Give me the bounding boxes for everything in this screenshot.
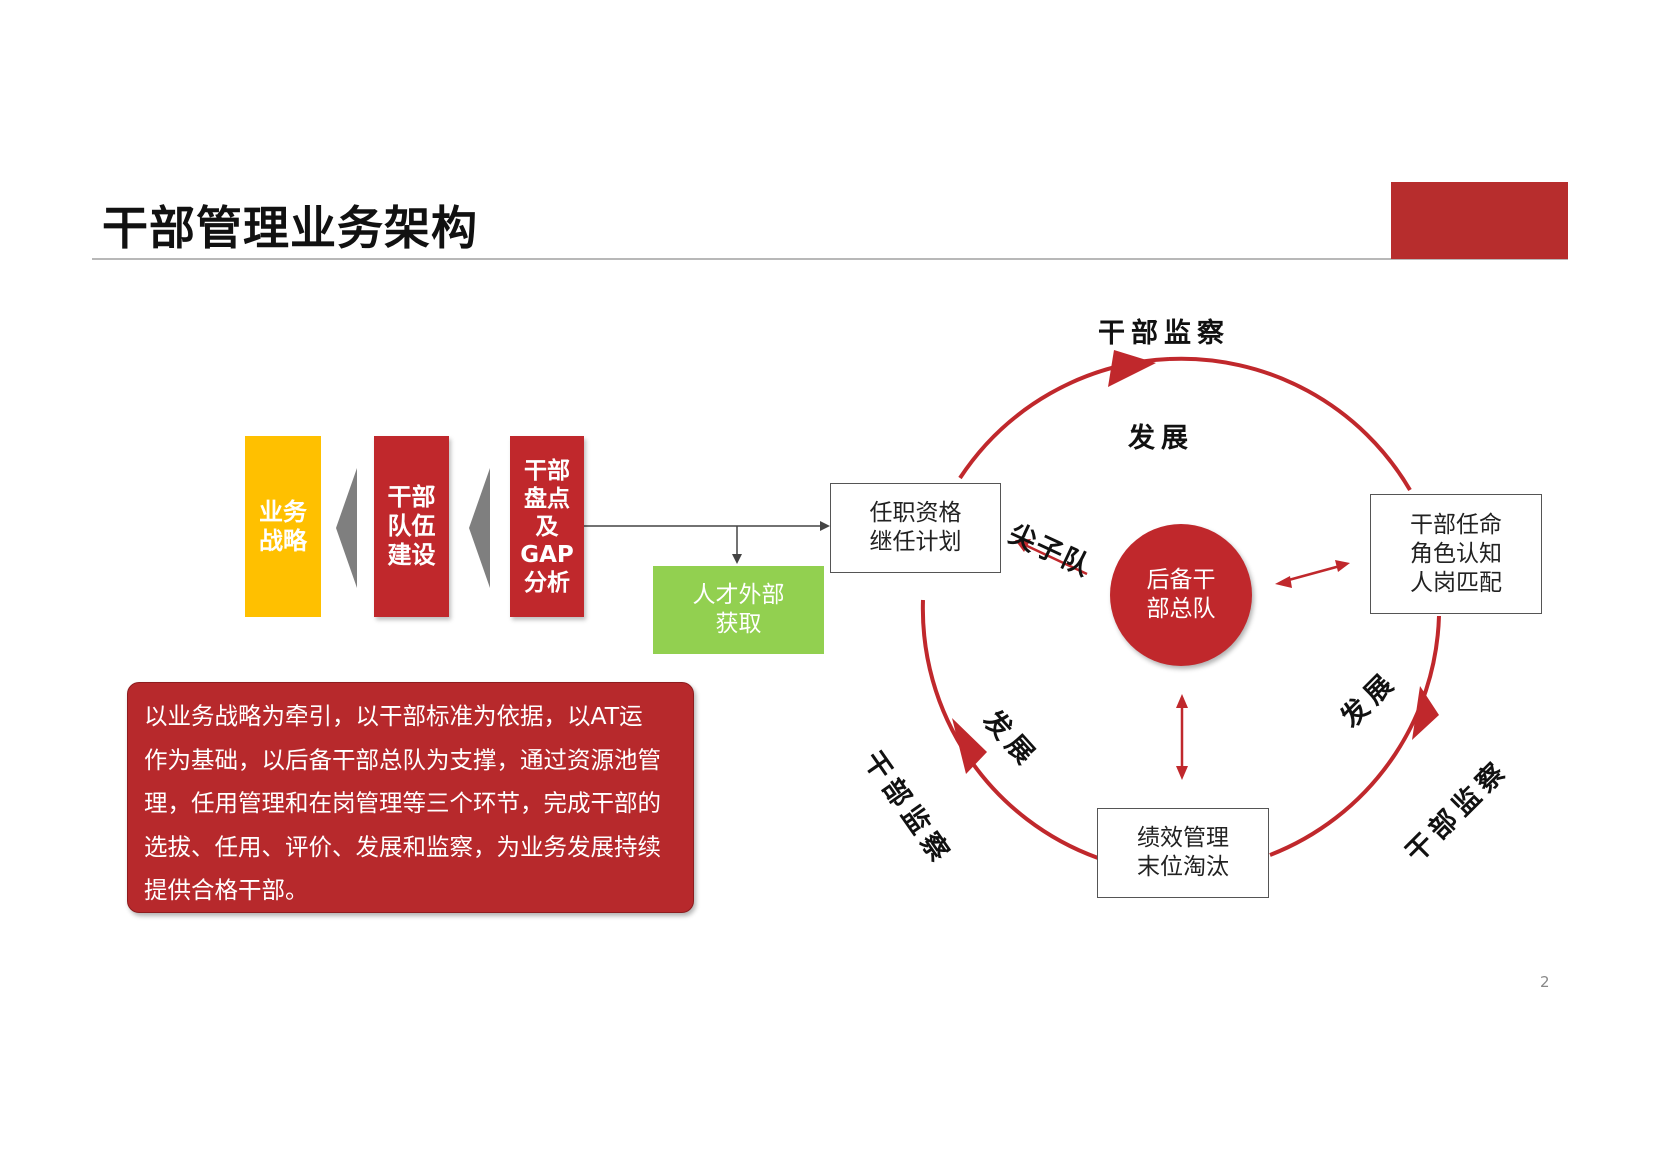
team-building-box-line: 建设 bbox=[387, 541, 436, 569]
arrow-head-icon bbox=[1275, 576, 1292, 588]
appointment-box-line: 人岗匹配 bbox=[1410, 569, 1502, 596]
strategy-box-line: 战略 bbox=[259, 526, 307, 555]
summary-line: 提供合格干部。 bbox=[144, 876, 309, 904]
page-number: 2 bbox=[1540, 973, 1550, 991]
qualification-box-line: 继任计划 bbox=[869, 529, 962, 555]
external-talent-box: 人才外部 获取 bbox=[653, 566, 824, 654]
gap-analysis-box-line: 及 bbox=[535, 513, 559, 540]
page-title: 干部管理业务架构 bbox=[102, 201, 478, 255]
gap-analysis-box-line: GAP bbox=[520, 541, 574, 568]
summary-line: 以业务战略为牵引，以干部标准为依据，以AT运 bbox=[144, 702, 643, 730]
develop-label-top: 发展 bbox=[1128, 423, 1194, 454]
cycle-arc bbox=[1269, 615, 1441, 857]
spearhead-arrow bbox=[1024, 543, 1088, 576]
supervision-label-top: 干部监察 bbox=[1098, 318, 1230, 349]
arrow-head-icon bbox=[1335, 560, 1350, 572]
reserve-cadre-line: 部总队 bbox=[1146, 596, 1216, 622]
chevron-left-icon bbox=[336, 468, 357, 588]
reserve-cadre-line: 后备干 bbox=[1146, 567, 1216, 593]
summary-line: 作为基础，以后备干部总队为支撑，通过资源池管 bbox=[144, 745, 661, 774]
team-building-box-line: 队伍 bbox=[387, 512, 436, 540]
strategy-box: 业务 战略 bbox=[245, 436, 321, 617]
appointment-box: 干部任命 角色认知 人岗匹配 bbox=[1370, 494, 1542, 614]
team-building-box-line: 干部 bbox=[387, 483, 436, 511]
external-talent-box-line: 获取 bbox=[715, 611, 762, 637]
gap-analysis-box: 干部 盘点 及 GAP 分析 bbox=[510, 436, 584, 617]
performance-box-line: 末位淘汰 bbox=[1137, 854, 1229, 880]
title-divider bbox=[92, 258, 1568, 260]
gap-analysis-box-line: 盘点 bbox=[523, 485, 570, 512]
gap-analysis-box-line: 干部 bbox=[523, 457, 570, 484]
strategy-box-line: 业务 bbox=[259, 497, 307, 526]
qualification-box-line: 任职资格 bbox=[869, 500, 962, 526]
reserve-cadre-circle: 后备干 部总队 bbox=[1110, 524, 1252, 666]
arrow-head-icon bbox=[1176, 694, 1188, 708]
cycle-arrow-icon bbox=[1412, 686, 1439, 740]
performance-box: 绩效管理 末位淘汰 bbox=[1097, 808, 1269, 898]
arrow-head-icon bbox=[1015, 539, 1031, 552]
appointment-box-line: 角色认知 bbox=[1410, 540, 1502, 567]
cycle-arc bbox=[1168, 356, 1412, 492]
double-arrow bbox=[1284, 564, 1341, 583]
summary-box: 以业务战略为牵引，以干部标准为依据，以AT运 作为基础，以后备干部总队为支撑，通… bbox=[127, 682, 694, 913]
arrow-head-icon bbox=[1176, 766, 1188, 780]
team-building-box: 干部 队伍 建设 bbox=[374, 436, 449, 617]
cycle-arrow-icon bbox=[952, 718, 987, 774]
appointment-box-line: 干部任命 bbox=[1410, 511, 1502, 538]
summary-line: 选拔、任用、评价、发展和监察，为业务发展持续 bbox=[144, 832, 661, 861]
arrow-head-icon bbox=[732, 554, 742, 564]
chevron-left-icon bbox=[469, 468, 490, 588]
external-talent-box-line: 人才外部 bbox=[692, 582, 785, 608]
summary-line: 理，任用管理和在岗管理等三个环节，完成干部的 bbox=[144, 789, 661, 817]
performance-box-line: 绩效管理 bbox=[1137, 825, 1229, 851]
qualification-box: 任职资格 继任计划 bbox=[830, 483, 1001, 573]
arrow-head-icon bbox=[820, 521, 830, 531]
cycle-arrow-icon bbox=[1108, 350, 1156, 387]
gap-analysis-box-line: 分析 bbox=[523, 569, 570, 596]
title-accent-block bbox=[1391, 182, 1568, 259]
